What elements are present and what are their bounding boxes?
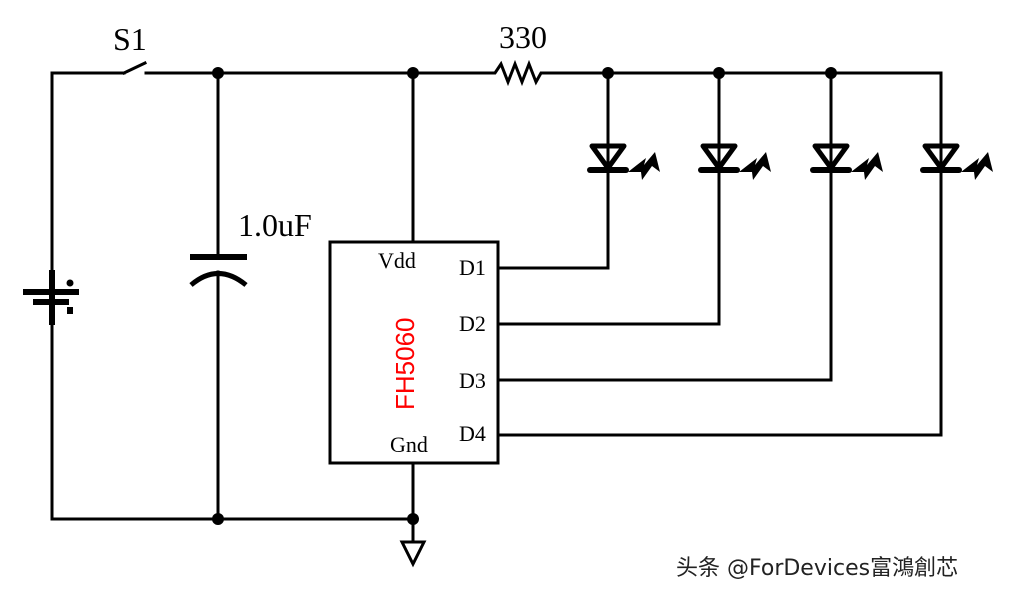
resistor-label: 330 (499, 19, 547, 55)
light-emission-icon (851, 152, 883, 180)
pin-d2-label: D2 (459, 311, 486, 336)
switch-s1 (100, 61, 492, 75)
watermark: 头条 @ForDevices富鴻創芯 (676, 556, 958, 581)
light-emission-icon (628, 152, 660, 180)
ic-name-label: FH5060 (390, 318, 420, 411)
led-2 (698, 143, 771, 180)
led-1 (587, 143, 660, 180)
resistor (488, 59, 550, 87)
wire-d3 (496, 168, 833, 382)
pin-d4-label: D4 (459, 421, 486, 446)
led-4 (920, 143, 993, 180)
light-emission-icon (961, 152, 993, 180)
junction-dot (212, 513, 224, 525)
pin-d3-label: D3 (459, 368, 486, 393)
wire-led4-anode (829, 71, 943, 145)
led-3 (810, 143, 883, 180)
battery (23, 270, 79, 325)
pin-gnd-label: Gnd (390, 432, 428, 457)
wire-d1 (496, 168, 610, 270)
ic-fh5060 (328, 240, 500, 465)
wire-d4 (496, 168, 943, 437)
light-emission-icon (739, 152, 771, 180)
pin-vdd-label: Vdd (378, 248, 416, 273)
led-group (587, 143, 993, 180)
switch-label: S1 (113, 21, 147, 57)
capacitor-label: 1.0uF (238, 207, 312, 243)
pin-d1-label: D1 (459, 255, 486, 280)
wire-left-bottom (50, 323, 415, 521)
wire-left-top (50, 71, 104, 292)
wire-d2 (496, 168, 721, 326)
ground-icon (399, 540, 427, 568)
